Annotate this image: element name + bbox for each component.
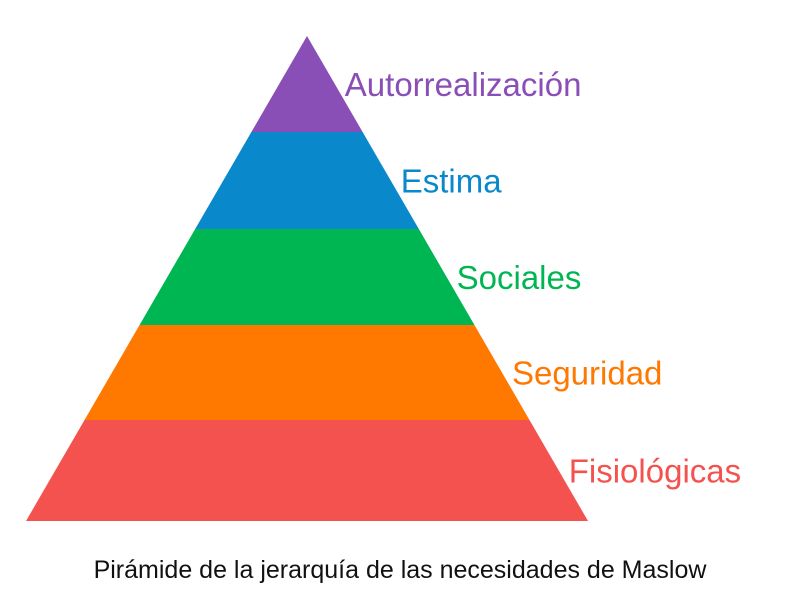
pyramid-level-label-2: Estima [401,163,503,200]
pyramid-level-3 [139,229,475,325]
pyramid-level-label-1: Autorrealización [345,66,582,103]
pyramid-level-1 [251,36,363,132]
pyramid-level-4 [84,325,530,420]
pyramid-level-label-4: Seguridad [512,355,662,392]
diagram-caption: Pirámide de la jerarquía de las necesida… [93,556,707,584]
pyramid-level-label-3: Sociales [457,259,582,296]
pyramid-level-label-5: Fisiológicas [569,453,741,490]
pyramid-level-2 [195,132,419,229]
pyramid-level-5 [26,420,588,521]
